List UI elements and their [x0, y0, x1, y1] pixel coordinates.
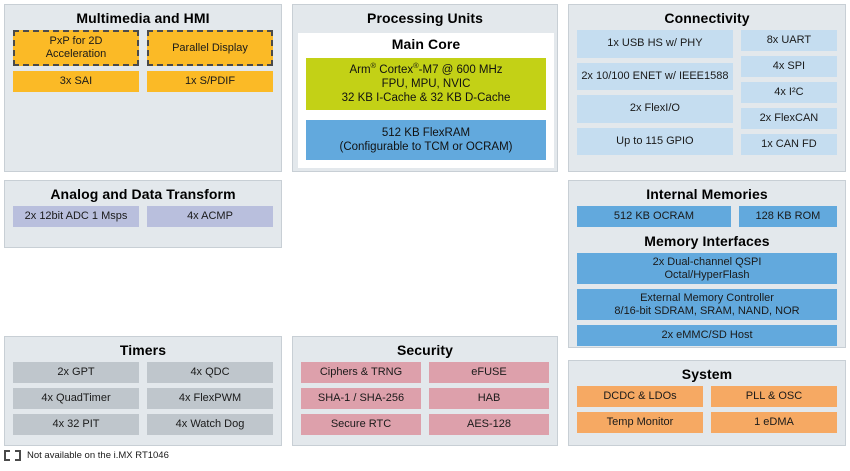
block-emmc-sd-host[interactable]: 2x eMMC/SD Host	[577, 325, 837, 346]
block-sha[interactable]: SHA-1 / SHA-256	[301, 388, 421, 409]
block-pxp-2d-acceleration[interactable]: PxP for 2D Acceleration	[13, 30, 139, 66]
emc-line-2: 8/16-bit SDRAM, SRAM, NAND, NOR	[614, 304, 800, 317]
panel-title-internal-memories: Internal Memories	[646, 186, 768, 202]
dashed-legend-swatch-icon	[4, 450, 21, 461]
panel-analog-and-data-transform: Analog and Data Transform 2x 12bit ADC 1…	[4, 180, 282, 248]
block-flexpwm[interactable]: 4x FlexPWM	[147, 388, 273, 409]
panel-title-security: Security	[396, 342, 454, 358]
block-sai[interactable]: 3x SAI	[13, 71, 139, 92]
block-adc[interactable]: 2x 12bit ADC 1 Msps	[13, 206, 139, 227]
core-arm-text: Arm	[349, 64, 371, 76]
block-watch-dog[interactable]: 4x Watch Dog	[147, 414, 273, 435]
panel-system: System DCDC & LDOs PLL & OSC Temp Monito…	[568, 360, 846, 446]
block-secure-rtc[interactable]: Secure RTC	[301, 414, 421, 435]
connectivity-left-column: 1x USB HS w/ PHY 2x 10/100 ENET w/ IEEE1…	[577, 30, 733, 155]
block-pll-osc[interactable]: PLL & OSC	[711, 386, 837, 407]
multimedia-row-2: 3x SAI 1x S/PDIF	[13, 71, 273, 92]
legend-footnote-text: Not available on the i.MX RT1046	[27, 450, 169, 461]
timers-row-1: 2x GPT 4x QDC	[13, 362, 273, 383]
memory-interface-row-3: 2x eMMC/SD Host	[577, 325, 837, 346]
block-pit[interactable]: 4x 32 PIT	[13, 414, 139, 435]
block-enet-ieee1588[interactable]: 2x 10/100 ENET w/ IEEE1588	[577, 62, 733, 90]
timers-row-2: 4x QuadTimer 4x FlexPWM	[13, 388, 273, 409]
panel-title-system: System	[681, 366, 733, 382]
block-qdc[interactable]: 4x QDC	[147, 362, 273, 383]
security-block-list: Ciphers & TRNG eFUSE SHA-1 / SHA-256 HAB…	[293, 362, 557, 443]
qspi-line-1: 2x Dual-channel QSPI	[652, 256, 762, 268]
panel-title-connectivity: Connectivity	[664, 10, 750, 26]
flexram-line-2: (Configurable to TCM or OCRAM)	[339, 141, 513, 153]
block-ocram[interactable]: 512 KB OCRAM	[577, 206, 731, 227]
memory-interface-row-1: 2x Dual-channel QSPI Octal/HyperFlash	[577, 253, 837, 284]
block-qspi[interactable]: 2x Dual-channel QSPI Octal/HyperFlash	[577, 253, 837, 284]
block-uart[interactable]: 8x UART	[740, 30, 837, 51]
multimedia-block-list: PxP for 2D Acceleration Parallel Display…	[5, 30, 281, 100]
block-parallel-display[interactable]: Parallel Display	[147, 30, 273, 66]
connectivity-columns: 1x USB HS w/ PHY 2x 10/100 ENET w/ IEEE1…	[569, 30, 845, 163]
panel-title-processing-units: Processing Units	[367, 10, 483, 26]
block-spi[interactable]: 4x SPI	[740, 56, 837, 77]
memory-interfaces-list: 2x Dual-channel QSPI Octal/HyperFlash Ex…	[569, 253, 845, 354]
multimedia-row-1: PxP for 2D Acceleration Parallel Display	[13, 30, 273, 66]
panel-connectivity: Connectivity 1x USB HS w/ PHY 2x 10/100 …	[568, 4, 846, 172]
block-usb-hs-phy[interactable]: 1x USB HS w/ PHY	[577, 30, 733, 58]
panel-multimedia-and-hmi: Multimedia and HMI PxP for 2D Accelerati…	[4, 4, 282, 172]
internal-memories-row: 512 KB OCRAM 128 KB ROM	[577, 206, 837, 227]
panel-security: Security Ciphers & TRNG eFUSE SHA-1 / SH…	[292, 336, 558, 446]
panel-processing-units: Processing Units Main Core Arm® Cortex®-…	[292, 4, 558, 172]
core-speed-text: -M7 @ 600 MHz	[418, 64, 503, 76]
panel-internal-memories: Internal Memories 512 KB OCRAM 128 KB RO…	[568, 180, 846, 348]
block-gpt[interactable]: 2x GPT	[13, 362, 139, 383]
block-efuse[interactable]: eFUSE	[429, 362, 549, 383]
block-can-fd[interactable]: 1x CAN FD	[740, 134, 837, 155]
main-core-subtitle: Main Core	[391, 36, 461, 52]
block-external-memory-controller[interactable]: External Memory Controller 8/16-bit SDRA…	[577, 289, 837, 320]
system-row-2: Temp Monitor 1 eDMA	[577, 412, 837, 433]
core-arm-reg-mark: ®	[370, 61, 377, 71]
legend-footnote: Not available on the i.MX RT1046	[4, 450, 169, 461]
block-dcdc-ldos[interactable]: DCDC & LDOs	[577, 386, 703, 407]
core-line-1: Arm® Cortex®-M7 @ 600 MHz	[349, 61, 503, 77]
core-line-3: 32 KB I-Cache & 32 KB D-Cache	[341, 92, 511, 104]
system-block-list: DCDC & LDOs PLL & OSC Temp Monitor 1 eDM…	[569, 386, 845, 441]
panel-title-memory-interfaces: Memory Interfaces	[644, 233, 770, 249]
block-i2c[interactable]: 4x I²C	[740, 82, 837, 103]
timers-block-list: 2x GPT 4x QDC 4x QuadTimer 4x FlexPWM 4x…	[5, 362, 281, 443]
block-rom[interactable]: 128 KB ROM	[738, 206, 837, 227]
emc-line-1: External Memory Controller	[640, 292, 774, 304]
main-core-card: Main Core Arm® Cortex®-M7 @ 600 MHz FPU,…	[298, 33, 554, 168]
internal-memories-list: 512 KB OCRAM 128 KB ROM	[569, 206, 845, 227]
block-gpio[interactable]: Up to 115 GPIO	[577, 127, 733, 155]
panel-timers: Timers 2x GPT 4x QDC 4x QuadTimer 4x Fle…	[4, 336, 282, 446]
security-row-1: Ciphers & TRNG eFUSE	[301, 362, 549, 383]
block-ciphers-trng[interactable]: Ciphers & TRNG	[301, 362, 421, 383]
panel-title-analog: Analog and Data Transform	[50, 186, 236, 202]
block-hab[interactable]: HAB	[429, 388, 549, 409]
security-row-3: Secure RTC AES-128	[301, 414, 549, 435]
flexram-line-1: 512 KB FlexRAM	[381, 127, 471, 139]
block-flexcan[interactable]: 2x FlexCAN	[740, 108, 837, 129]
block-cortex-m7-core[interactable]: Arm® Cortex®-M7 @ 600 MHz FPU, MPU, NVIC…	[306, 58, 546, 110]
block-flexio[interactable]: 2x FlexI/O	[577, 95, 733, 123]
connectivity-right-column: 8x UART 4x SPI 4x I²C 2x FlexCAN 1x CAN …	[740, 30, 837, 155]
core-cortex-reg-mark: ®	[413, 61, 419, 71]
core-line-2: FPU, MPU, NVIC	[381, 78, 471, 90]
system-row-1: DCDC & LDOs PLL & OSC	[577, 386, 837, 407]
qspi-line-2: Octal/HyperFlash	[664, 268, 750, 281]
timers-row-3: 4x 32 PIT 4x Watch Dog	[13, 414, 273, 435]
block-quadtimer[interactable]: 4x QuadTimer	[13, 388, 139, 409]
panel-title-multimedia: Multimedia and HMI	[76, 10, 210, 26]
block-aes-128[interactable]: AES-128	[429, 414, 549, 435]
block-edma[interactable]: 1 eDMA	[711, 412, 837, 433]
block-flexram[interactable]: 512 KB FlexRAM (Configurable to TCM or O…	[306, 120, 546, 160]
core-cortex-text: Cortex	[376, 64, 414, 76]
security-row-2: SHA-1 / SHA-256 HAB	[301, 388, 549, 409]
block-temp-monitor[interactable]: Temp Monitor	[577, 412, 703, 433]
block-acmp[interactable]: 4x ACMP	[147, 206, 273, 227]
memory-interface-row-2: External Memory Controller 8/16-bit SDRA…	[577, 289, 837, 320]
analog-block-list: 2x 12bit ADC 1 Msps 4x ACMP	[5, 206, 281, 235]
panel-title-timers: Timers	[119, 342, 167, 358]
block-spdif[interactable]: 1x S/PDIF	[147, 71, 273, 92]
analog-row-1: 2x 12bit ADC 1 Msps 4x ACMP	[13, 206, 273, 227]
